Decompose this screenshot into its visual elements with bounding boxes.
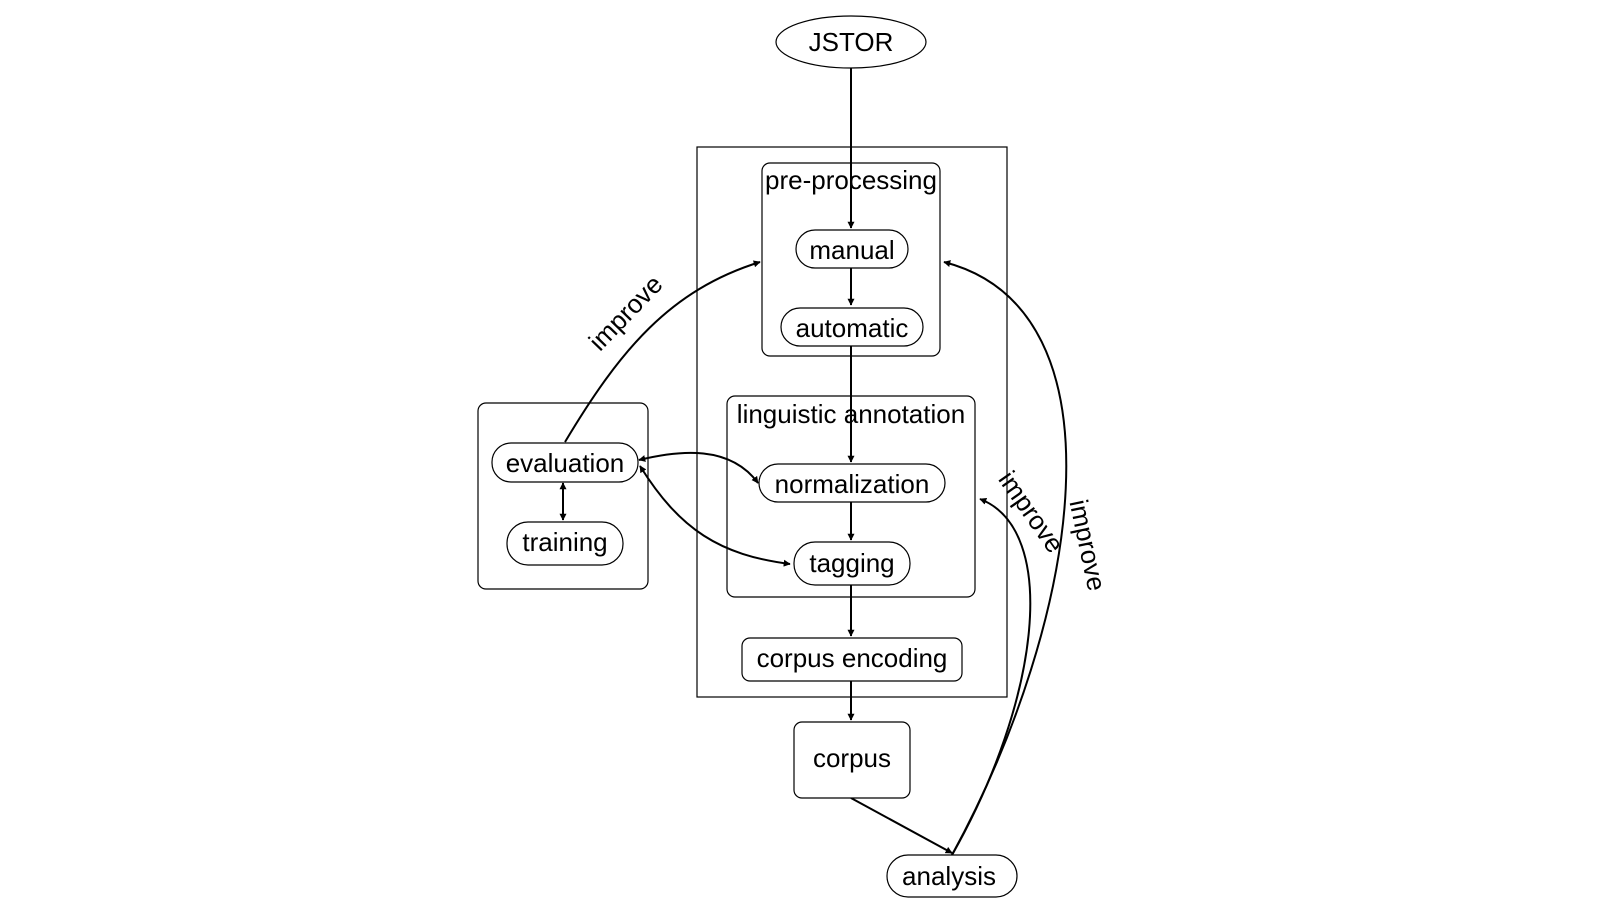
automatic-label: automatic <box>796 313 909 343</box>
evaluation-node: evaluation <box>491 442 639 483</box>
edge-analysis-annotation <box>951 498 1032 856</box>
improve-label-annotation: improve <box>993 465 1071 558</box>
edge-analysis-preprocessing <box>943 260 1068 856</box>
edge-corpus-analysis <box>850 797 953 854</box>
normalization-node: normalization <box>758 463 946 503</box>
manual-label: manual <box>809 235 894 265</box>
normalization-label: normalization <box>775 469 930 499</box>
corpus-encoding-label: corpus encoding <box>757 643 948 673</box>
evaluation-label: evaluation <box>506 448 625 478</box>
improve-label-analysis: improve <box>1064 497 1113 594</box>
tagging-node: tagging <box>793 541 911 586</box>
analysis-node: analysis <box>886 854 1018 898</box>
edge-evaluation-tagging <box>639 465 791 567</box>
improve-label-preprocessing: improve <box>583 269 669 356</box>
training-node: training <box>506 521 624 566</box>
corpus-label: corpus <box>813 743 891 773</box>
tagging-label: tagging <box>809 548 894 578</box>
corpus-node: corpus <box>793 721 911 799</box>
manual-node: manual <box>795 229 909 269</box>
edge-evaluation-preprocessing <box>564 260 761 443</box>
analysis-label: analysis <box>902 861 996 891</box>
jstor-label: JSTOR <box>809 27 894 57</box>
automatic-node: automatic <box>780 307 924 347</box>
corpus-encoding-node: corpus encoding <box>741 637 963 682</box>
edge-evaluation-normalization <box>638 451 759 484</box>
training-label: training <box>522 527 607 557</box>
jstor-node: JSTOR <box>775 15 927 69</box>
